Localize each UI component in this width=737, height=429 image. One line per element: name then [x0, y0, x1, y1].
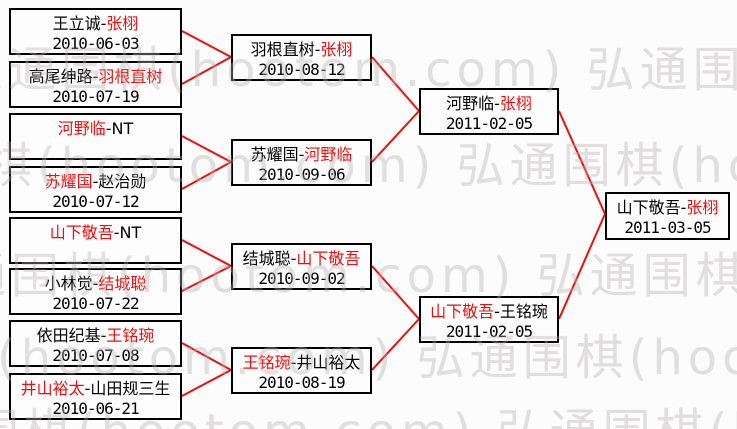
player-name: 羽根直树- — [250, 40, 321, 59]
match-r1-3: 河野临-NT — [9, 113, 182, 160]
match-r1-1: 王立诚-张栩 2010-06-03 — [9, 8, 182, 55]
match-date: 2010-09-06 — [258, 165, 345, 184]
match-date: 2011-03-05 — [624, 218, 711, 237]
match-r2-1: 羽根直树-张栩 2010-08-12 — [231, 34, 372, 81]
player-name: -NT — [113, 223, 142, 242]
player-name: -井山裕太 — [290, 353, 361, 372]
player-name: -山田规三生 — [84, 379, 171, 398]
player-name: 张栩 — [499, 94, 532, 113]
player-name: 结城聪- — [242, 249, 297, 268]
player-name: 张栩 — [320, 40, 353, 59]
match-date — [11, 243, 180, 263]
match-r1-8: 井山裕太-山田规三生 2010-06-21 — [9, 373, 182, 420]
match-r2-4: 王铭琬-井山裕太 2010-08-19 — [231, 347, 372, 394]
match-date: 2010-07-08 — [52, 346, 139, 365]
match-players: 河野临-张栩 — [421, 93, 557, 114]
player-name: 依田纪基- — [36, 326, 107, 345]
connector-line — [181, 56, 232, 85]
player-name: 山下敬吾- — [616, 198, 687, 217]
player-name: 河野临 — [304, 145, 353, 164]
match-players: 山下敬吾-王铭琬 — [421, 301, 557, 322]
player-name: 山下敬吾 — [49, 223, 114, 242]
match-players: 井山裕太-山田规三生 — [11, 378, 180, 399]
player-name: 高尾绅路- — [28, 67, 99, 86]
connector-line — [181, 239, 232, 267]
player-name: 河野临- — [446, 94, 500, 113]
player-name: 山下敬吾 — [296, 249, 361, 268]
match-players: 山下敬吾-张栩 — [607, 197, 728, 218]
match-date: 2010-07-19 — [52, 87, 139, 106]
match-players: 羽根直树-张栩 — [233, 39, 370, 60]
match-r1-7: 依田纪基-王铭琬 2010-07-08 — [9, 320, 182, 367]
match-date: 2010-07-22 — [52, 294, 139, 313]
connector-line — [371, 56, 420, 112]
match-players: 河野临-NT — [11, 118, 180, 139]
match-final: 山下敬吾-张栩 2011-03-05 — [605, 192, 730, 240]
player-name: 王铭琬 — [106, 326, 155, 345]
player-name: 苏耀国 — [44, 172, 93, 191]
player-name: 苏耀国- — [250, 145, 305, 164]
connector-line — [371, 265, 420, 320]
match-r2-3: 结城聪-山下敬吾 2010-09-02 — [231, 243, 372, 290]
connector-line — [181, 30, 232, 58]
match-players: 王立诚-张栩 — [11, 13, 180, 34]
match-date: 2010-08-12 — [258, 60, 345, 79]
connector-line — [558, 110, 606, 215]
match-date: 2010-06-21 — [52, 399, 139, 418]
player-name: 河野临 — [57, 119, 106, 138]
player-name: -王铭琬 — [494, 302, 548, 321]
player-name: 张栩 — [106, 14, 139, 33]
connector-line — [181, 369, 232, 397]
player-name: 王立诚- — [52, 14, 107, 33]
match-date: 2011-02-05 — [445, 114, 533, 133]
player-name: 小林觉- — [44, 274, 99, 293]
connector-line — [371, 318, 420, 371]
match-r2-2: 苏耀国-河野临 2010-09-06 — [231, 139, 372, 186]
match-date: 2010-07-12 — [52, 192, 139, 211]
match-date: 2010-06-03 — [52, 34, 139, 53]
connector-line — [181, 342, 232, 371]
connector-line — [371, 110, 420, 163]
match-players: 山下敬吾-NT — [11, 222, 180, 243]
match-players: 结城聪-山下敬吾 — [233, 248, 370, 269]
match-date: 2010-09-02 — [258, 269, 345, 288]
player-name: 井山裕太 — [20, 379, 85, 398]
player-name: -赵治勋 — [92, 172, 147, 191]
match-date: 2010-08-19 — [258, 373, 345, 392]
match-players: 苏耀国-河野临 — [233, 144, 370, 165]
match-players: 小林觉-结城聪 — [11, 273, 180, 294]
player-name: 山下敬吾 — [430, 302, 495, 321]
match-r1-5: 山下敬吾-NT — [9, 217, 182, 264]
connector-line — [181, 265, 232, 292]
connector-line — [181, 135, 232, 163]
player-name: 张栩 — [686, 198, 719, 217]
match-r1-2: 高尾绅路-羽根直树 2010-07-19 — [9, 61, 182, 108]
match-players: 苏耀国-赵治勋 — [11, 171, 180, 192]
match-players: 依田纪基-王铭琬 — [11, 325, 180, 346]
match-players: 王铭琬-井山裕太 — [233, 352, 370, 373]
match-semifinal-2: 山下敬吾-王铭琬 2011-02-05 — [419, 296, 559, 343]
player-name: 王铭琬 — [242, 353, 291, 372]
match-r1-4: 苏耀国-赵治勋 2010-07-12 — [9, 166, 182, 213]
player-name: -NT — [105, 119, 134, 138]
match-players: 高尾绅路-羽根直树 — [11, 66, 180, 87]
connector-line — [181, 161, 232, 190]
player-name: 羽根直树 — [98, 67, 163, 86]
match-date: 2011-02-05 — [445, 322, 533, 341]
match-semifinal-1: 河野临-张栩 2011-02-05 — [419, 88, 559, 135]
match-r1-6: 小林觉-结城聪 2010-07-22 — [9, 268, 182, 315]
connector-line — [558, 213, 606, 320]
player-name: 结城聪 — [98, 274, 147, 293]
match-date — [11, 139, 180, 159]
